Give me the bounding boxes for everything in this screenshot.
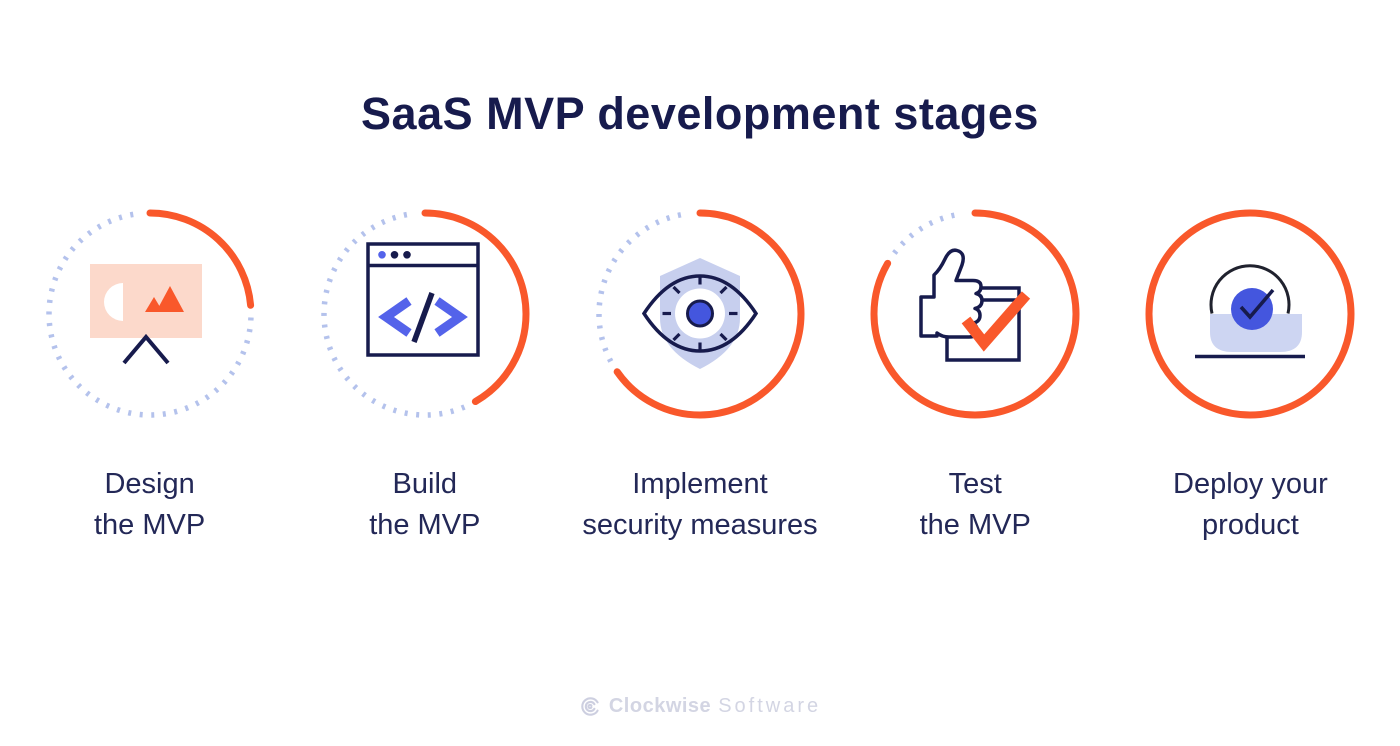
footer-brand: Clockwise Software	[0, 695, 1400, 718]
stage-security-measures: Implement security measures	[562, 206, 837, 546]
stage-design-mvp: Design the MVP	[12, 206, 287, 546]
stage-label: Deploy your product	[1173, 464, 1328, 546]
page-title: SaaS MVP development stages	[361, 88, 1039, 139]
stage-test-mvp: Test the MVP	[838, 206, 1113, 546]
stage-deploy-product: Deploy your product	[1113, 206, 1388, 546]
shield-eye-icon	[595, 209, 805, 419]
clockwise-spiral-icon	[581, 697, 599, 716]
stage-label: Test the MVP	[920, 464, 1031, 546]
stage-label-line1: Deploy your	[1173, 468, 1328, 500]
stage-label: Design the MVP	[94, 464, 205, 546]
stage-label-line1: Build	[392, 468, 458, 500]
stage-label-line2: the MVP	[369, 509, 481, 541]
thumbs-up-checkbox-icon	[870, 209, 1080, 419]
stage-label: Implement security measures	[582, 464, 817, 546]
stage-label-line1: Test	[948, 468, 1002, 500]
stage-label: Build the MVP	[369, 464, 480, 546]
stage-label-line2: product	[1202, 509, 1299, 541]
code-window-icon	[320, 209, 530, 419]
stage-label-line1: Design	[104, 468, 195, 500]
stage-label-line2: the MVP	[919, 509, 1031, 541]
stage-label-line2: the MVP	[93, 509, 206, 541]
launch-check-icon	[1145, 209, 1355, 419]
brand-name-light: Software	[718, 695, 822, 717]
stage-build-mvp: Build the MVP	[287, 206, 562, 546]
stage-label-line1: Implement	[632, 468, 768, 500]
stages-row: Design the MVP Build the MVP	[0, 206, 1400, 546]
presentation-board-icon	[45, 209, 255, 419]
brand-name-bold: Clockwise	[608, 695, 712, 717]
stage-label-line2: security measures	[582, 509, 818, 541]
